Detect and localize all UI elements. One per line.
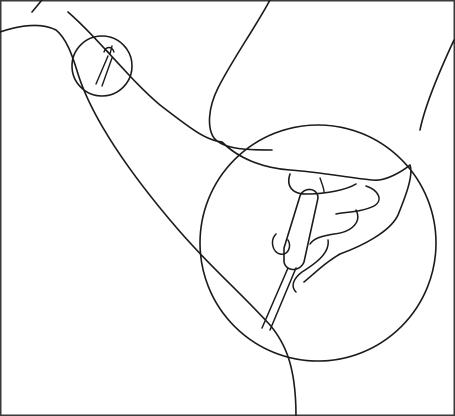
applicator-body	[284, 189, 318, 269]
finger-2	[310, 210, 358, 244]
forearm-outline-right	[420, 40, 454, 130]
top-mark	[32, 0, 42, 12]
forearm-outline-left	[209, 0, 272, 150]
body-contour-upper	[68, 12, 222, 142]
small-applicator-tip	[104, 48, 114, 53]
large-detail-circle-icon	[200, 125, 436, 361]
body-contour-left	[0, 26, 296, 416]
thumbnail	[320, 178, 324, 192]
